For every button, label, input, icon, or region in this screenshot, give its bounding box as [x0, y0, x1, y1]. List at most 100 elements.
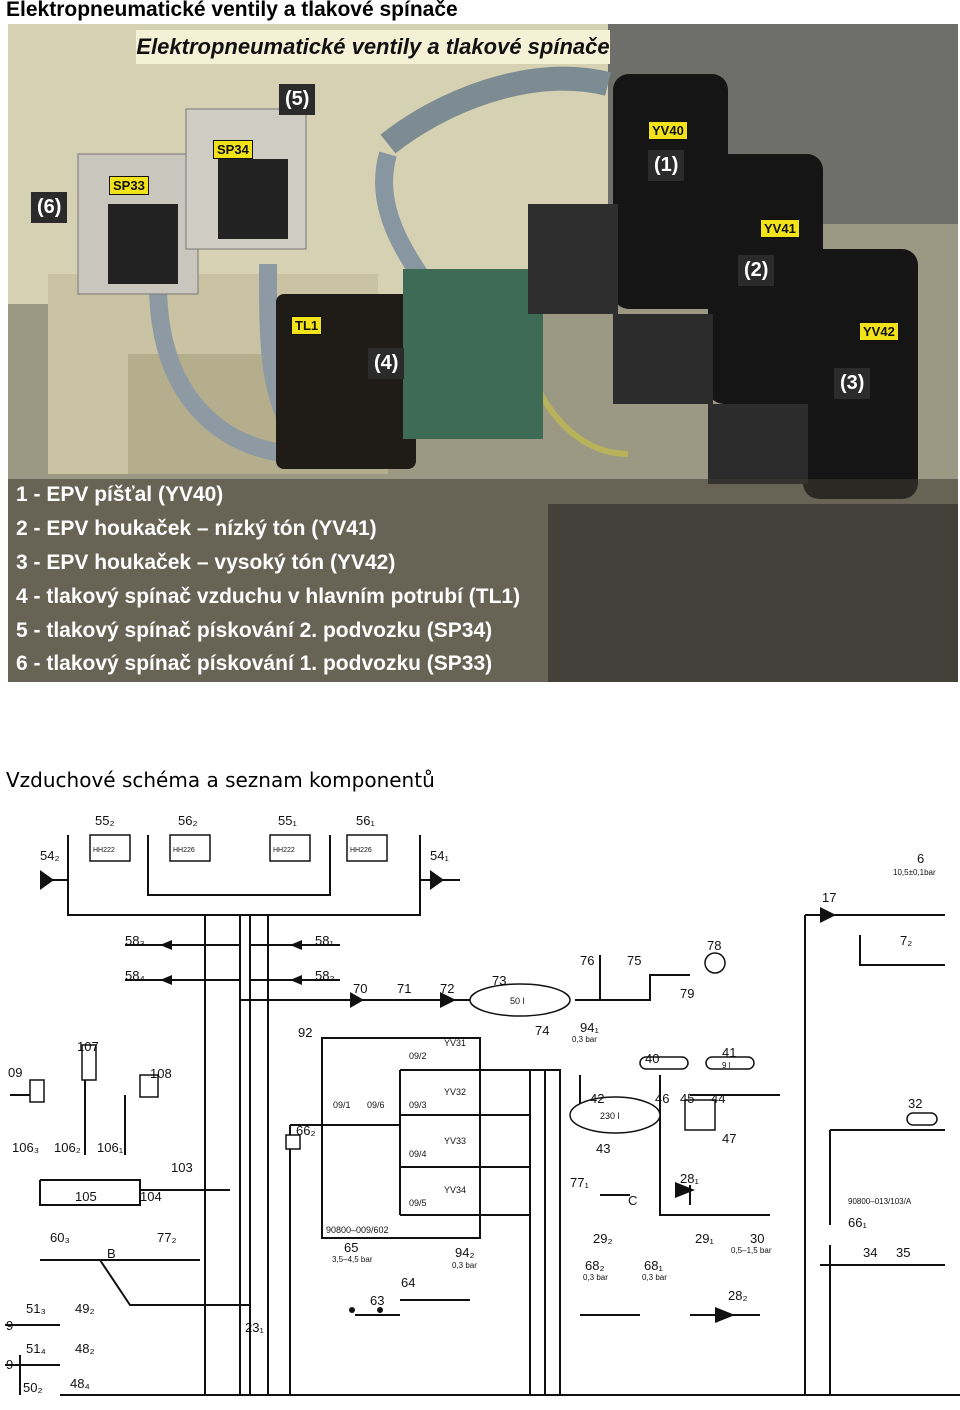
legend-item-2: 2 - EPV houkaček – nízký tón (YV41)	[16, 517, 377, 540]
label-41: 41	[722, 1045, 736, 1060]
label-68-1: 68₁	[644, 1258, 663, 1273]
photo-label-2: (2)	[738, 255, 775, 286]
label-40: 40	[645, 1051, 659, 1066]
section-heading-air-schema: Vzduchové schéma a seznam komponentů	[6, 768, 435, 792]
label-hh226-b: HH226	[350, 847, 372, 854]
pressure-94-2: 0,3 bar	[452, 1261, 477, 1270]
tag-tl1: TL1	[291, 316, 323, 335]
legend-item-5: 5 - tlakový spínač pískování 2. podvozku…	[16, 619, 493, 642]
label-b: B	[107, 1246, 116, 1261]
photo-legend: 1 - EPV píšťal (YV40) 2 - EPV houkaček –…	[8, 479, 958, 682]
label-17: 17	[822, 890, 836, 905]
pressure-68-1: 0,3 bar	[642, 1273, 667, 1282]
label-29-1: 29₁	[695, 1231, 714, 1246]
label-yv32: YV32	[444, 1087, 466, 1097]
label-box-13: 90800–013/103/A	[848, 1197, 912, 1206]
label-28-1: 28₁	[680, 1171, 699, 1186]
label-yv33: YV33	[444, 1136, 466, 1146]
label-50l: 50 l	[510, 996, 525, 1006]
photo-caption: Elektropneumatické ventily a tlakové spí…	[136, 30, 610, 64]
label-09-4: 09/4	[409, 1149, 427, 1159]
label-46: 46	[655, 1091, 669, 1106]
label-box-92: 90800–009/602	[326, 1225, 389, 1235]
pressure-65: 3,5–4,5 bar	[332, 1255, 373, 1264]
label-60-3: 60₃	[50, 1230, 70, 1245]
label-9-a: 9	[6, 1318, 13, 1333]
label-09-3: 09/3	[409, 1100, 427, 1110]
label-70: 70	[353, 981, 367, 996]
label-64: 64	[401, 1275, 415, 1290]
label-76: 76	[580, 953, 594, 968]
label-75: 75	[627, 953, 641, 968]
label-34: 34	[863, 1245, 877, 1260]
label-108: 108	[150, 1066, 172, 1081]
label-94-2: 94₂	[455, 1245, 475, 1260]
legend-item-1: 1 - EPV píšťal (YV40)	[16, 483, 224, 506]
label-09-6: 09/6	[367, 1100, 385, 1110]
tag-yv41: YV41	[760, 219, 800, 238]
label-103: 103	[171, 1160, 193, 1175]
tag-sp34: SP34	[213, 140, 253, 159]
tag-yv42: YV42	[859, 322, 899, 341]
label-48-2: 48₂	[75, 1341, 95, 1356]
label-32: 32	[908, 1096, 922, 1111]
photo-label-3: (3)	[834, 368, 871, 399]
label-73: 73	[492, 973, 506, 988]
label-9l: 9 l	[722, 1061, 731, 1070]
label-106-2: 106₂	[54, 1140, 81, 1155]
label-hh226-a: HH226	[173, 847, 195, 854]
photo-label-6: (6)	[31, 192, 68, 223]
label-23-1: 23₁	[245, 1320, 264, 1335]
label-09-5: 09/5	[409, 1198, 427, 1208]
label-78: 78	[707, 938, 721, 953]
pressure-6: 10,5±0,1bar	[893, 868, 936, 877]
label-63: 63	[370, 1293, 384, 1308]
label-28-2: 28₂	[728, 1288, 748, 1303]
air-schematic: 54₂ 55₂ 56₂ 55₁ 56₁ 54₁ HH222 HH226 HH22…	[0, 795, 960, 1410]
pressure-68-2: 0,3 bar	[583, 1273, 608, 1282]
label-58-4: 58₄	[125, 968, 145, 983]
section-heading-valves: Elektropneumatické ventily a tlakové spí…	[6, 0, 458, 21]
label-09: 09	[8, 1065, 22, 1080]
photo-label-5: (5)	[279, 84, 316, 115]
photo-label-4: (4)	[368, 348, 405, 379]
legend-item-3: 3 - EPV houkaček – vysoký tón (YV42)	[16, 551, 396, 574]
label-77-1: 77₁	[570, 1175, 589, 1190]
label-104: 104	[140, 1189, 162, 1204]
label-7-2: 7₂	[900, 933, 912, 948]
label-9-b: 9	[6, 1357, 13, 1372]
label-94-1: 94₁	[580, 1020, 599, 1035]
valves-photo: Elektropneumatické ventily a tlakové spí…	[8, 24, 958, 682]
tag-sp33: SP33	[109, 176, 149, 195]
label-65: 65	[344, 1240, 358, 1255]
label-hh222-a: HH222	[93, 847, 115, 854]
label-09-1: 09/1	[333, 1100, 351, 1110]
label-09-2: 09/2	[409, 1051, 427, 1061]
label-51-3: 51₃	[26, 1301, 46, 1316]
label-6: 6	[917, 851, 924, 866]
label-105: 105	[75, 1189, 97, 1204]
label-49-2: 49₂	[75, 1301, 95, 1316]
label-54-1: 54₁	[430, 848, 449, 863]
label-43: 43	[596, 1141, 610, 1156]
label-58-2: 58₂	[315, 968, 335, 983]
label-68-2: 68₂	[585, 1258, 605, 1273]
label-hh222-b: HH222	[273, 847, 295, 854]
label-29-2: 29₂	[593, 1231, 613, 1246]
label-56-2: 56₂	[178, 813, 198, 828]
pressure-30: 0,5–1,5 bar	[731, 1246, 772, 1255]
label-77-2: 77₂	[157, 1230, 177, 1245]
label-51-4: 51₄	[26, 1341, 46, 1356]
label-30: 30	[750, 1231, 764, 1246]
legend-item-6: 6 - tlakový spínač pískování 1. podvozku…	[16, 652, 493, 675]
label-58-1: 58₁	[315, 933, 334, 948]
label-42: 42	[590, 1091, 604, 1106]
label-yv34: YV34	[444, 1185, 466, 1195]
photo-label-1: (1)	[648, 150, 685, 181]
label-c: C	[628, 1193, 637, 1208]
label-35: 35	[896, 1245, 910, 1260]
label-58-3: 58₃	[125, 933, 145, 948]
label-79: 79	[680, 986, 694, 1001]
label-106-1: 106₁	[97, 1140, 124, 1155]
label-230l: 230 l	[600, 1111, 620, 1121]
